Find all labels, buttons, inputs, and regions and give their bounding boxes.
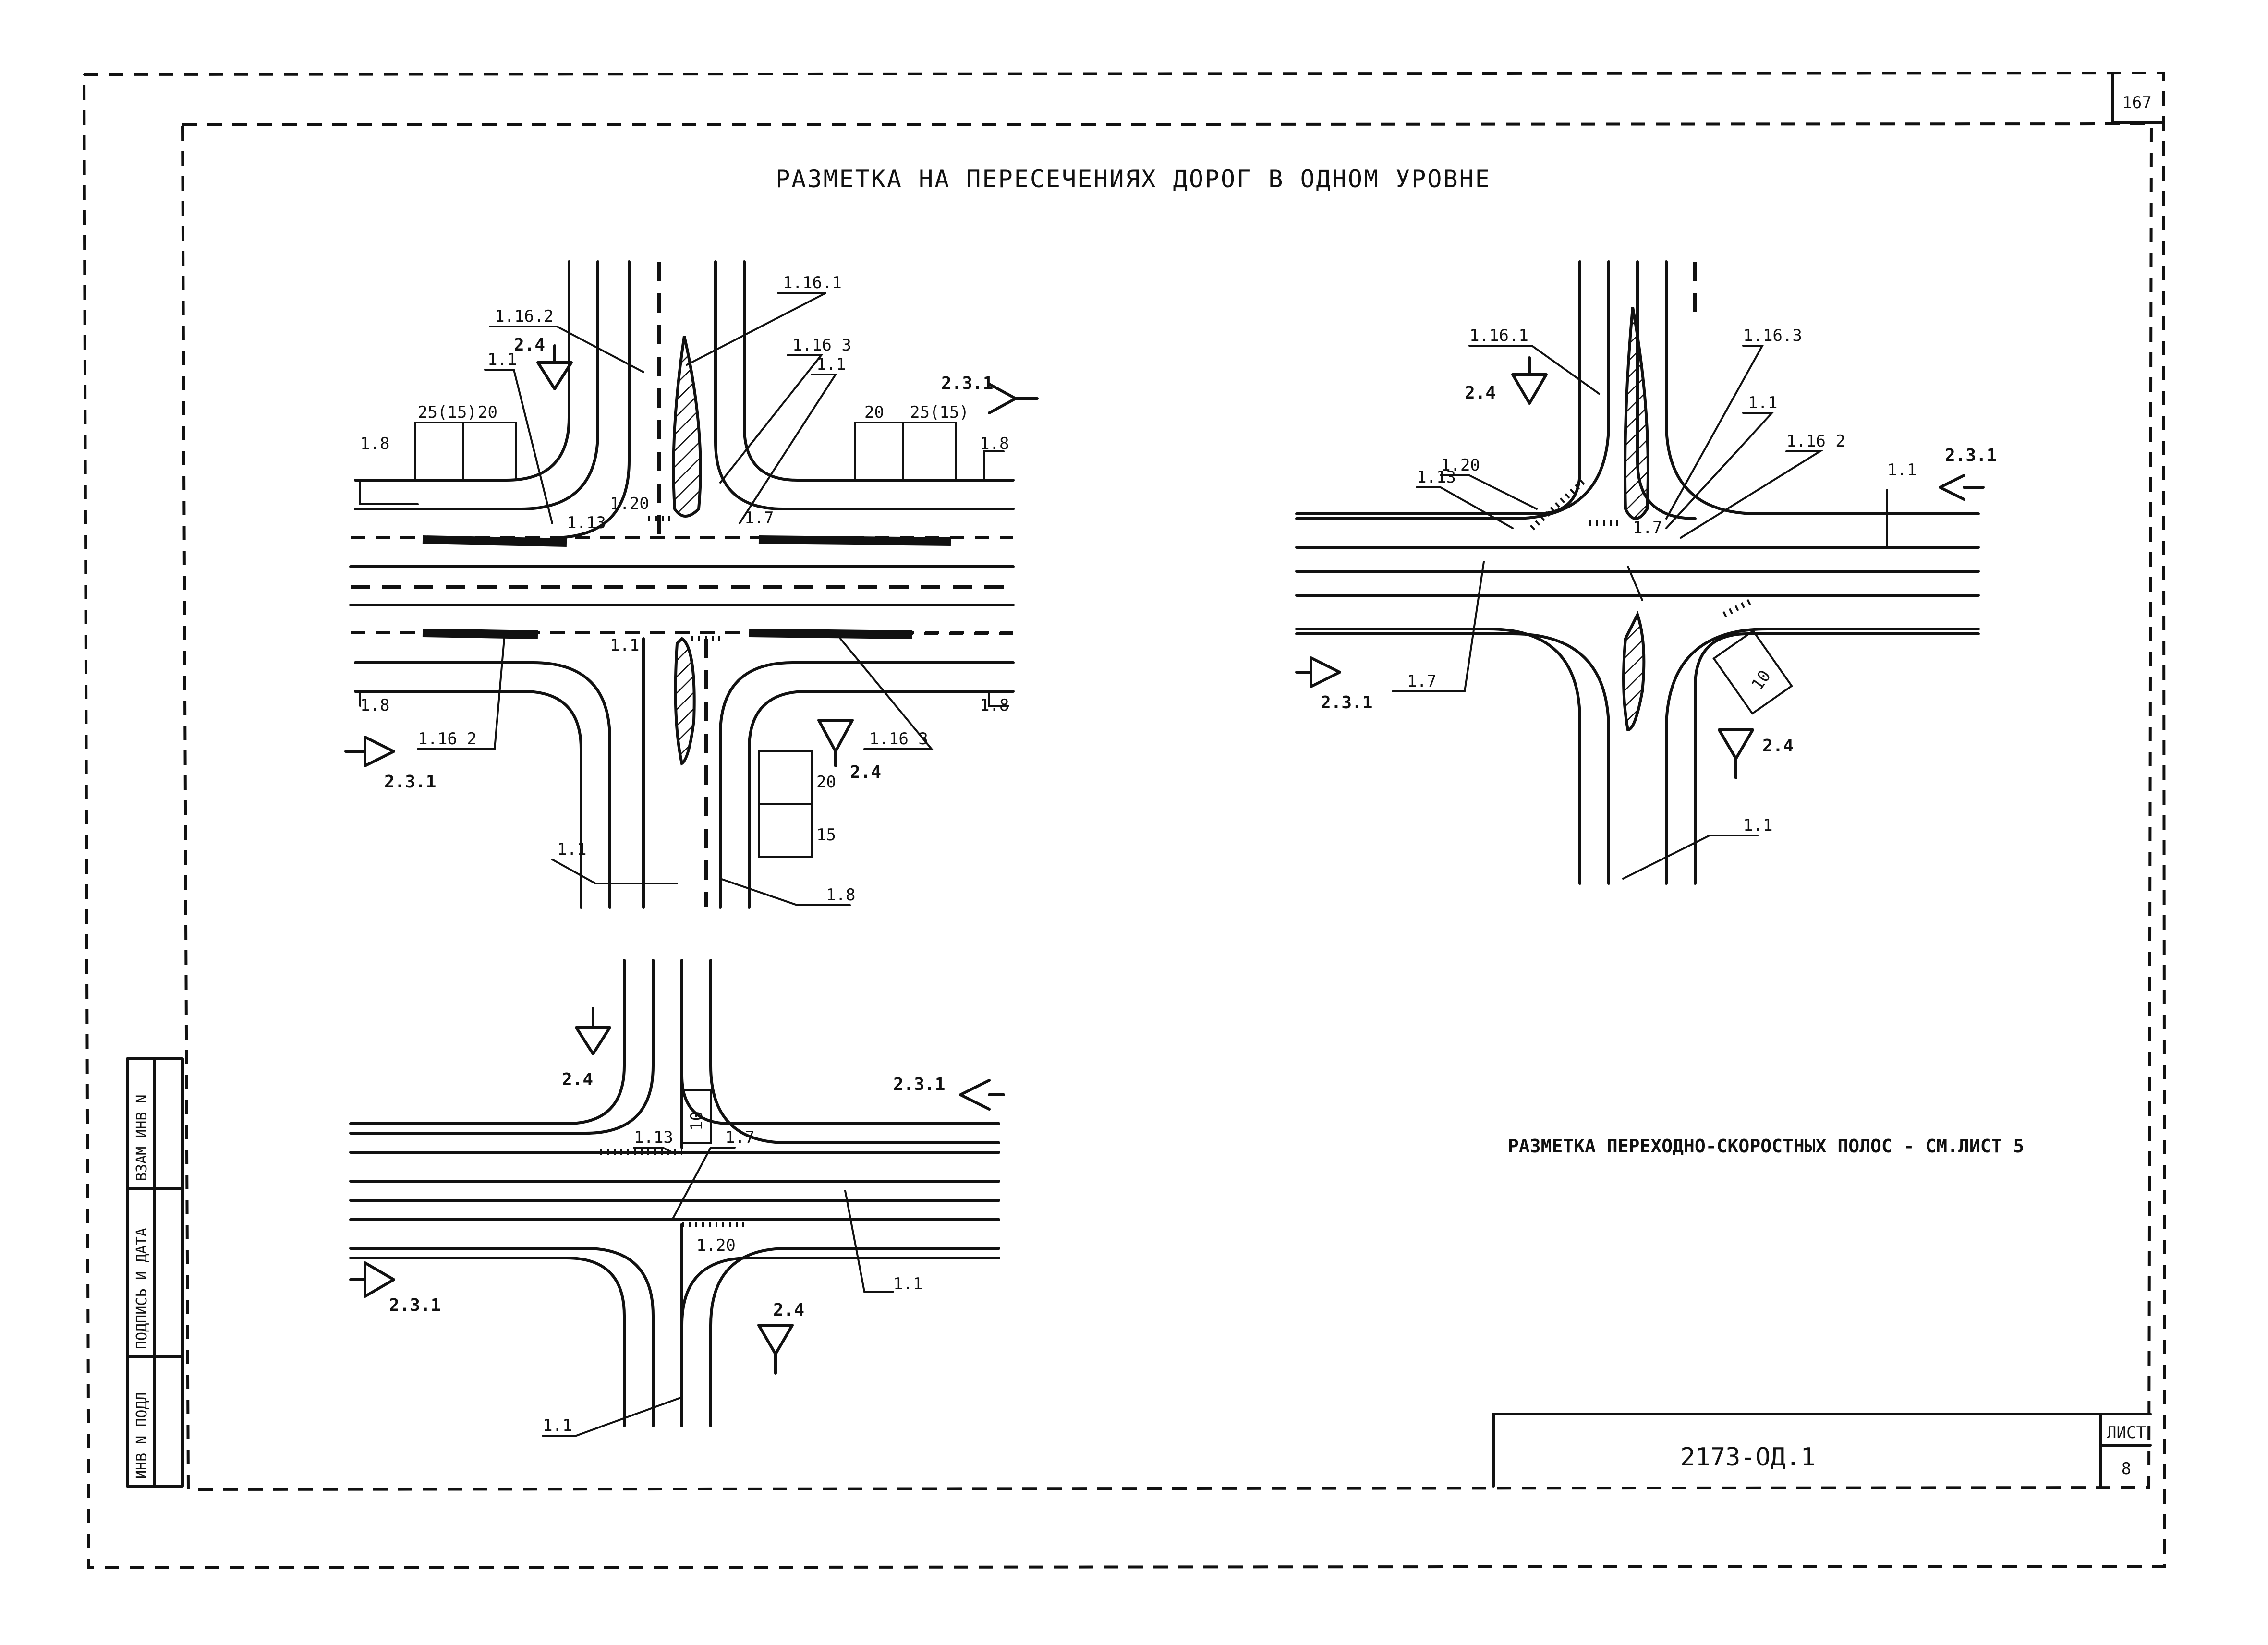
d1-label-1-1-nw: 1.1: [487, 350, 517, 369]
page-title: РАЗМЕТКА НА ПЕРЕСЕЧЕНИЯХ ДОРОГ В ОДНОМ У…: [776, 165, 1491, 193]
d2-label-1-13: 1.13: [1417, 468, 1456, 487]
d2-label-1-20: 1.20: [1441, 456, 1480, 475]
d2-sign-2-4-n: 2.4: [1465, 383, 1496, 403]
d1-label-1-16-2-bottom: 1.16 2: [418, 729, 477, 749]
d3-dim-10: 10: [687, 1111, 706, 1131]
d1-label-1-8-sw: 1.8: [360, 696, 389, 715]
d1-label-1-8-w: 1.8: [360, 434, 389, 453]
d3-sign-2-4-n: 2.4: [562, 1070, 593, 1089]
d1-label-1-20: 1.20: [610, 494, 649, 513]
d2-label-1-16-1: 1.16.1: [1469, 326, 1528, 345]
stamp-inv-podl: ИНВ N ПОДЛ: [133, 1392, 150, 1479]
d1-label-1-7: 1.7: [744, 508, 774, 528]
d2-label-1-7-left: 1.7: [1407, 672, 1436, 691]
d1-dim-25-15-e: 25(15): [910, 403, 969, 422]
d2-label-1-1-s: 1.1: [1743, 816, 1772, 835]
d1-label-1-1-ne: 1.1: [816, 355, 846, 374]
doc-code: 2173-ОД.1: [1680, 1443, 1816, 1472]
title-block: 2173-ОД.1 ЛИСТ 8: [1492, 1413, 2152, 1489]
d2-sign-2-3-1-e: 2.3.1: [1945, 446, 1997, 465]
d2-dim-10: 10: [1748, 667, 1775, 694]
d1-dim-20-w: 20: [478, 403, 497, 422]
d3-sign-2-3-1-e: 2.3.1: [893, 1075, 945, 1094]
outer-frame: [83, 71, 2167, 1570]
d2-label-1-1-e: 1.1: [1887, 460, 1916, 480]
d1-sign-2-4-se: 2.4: [850, 762, 881, 782]
d1-dim-20-s: 20: [816, 773, 836, 792]
d1-label-1-16-3-bottom: 1.16 3: [869, 729, 928, 749]
note-speed-lanes: РАЗМЕТКА ПЕРЕХОДНО-СКОРОСТНЫХ ПОЛОС - СМ…: [1508, 1136, 2024, 1157]
d1-label-1-8-bottom: 1.8: [826, 885, 855, 905]
diagram-2: 1.16.1 1.16.3 2.4 1.1 1.16 2 1.20 1.13 1…: [1295, 260, 1997, 885]
d1-label-1-16-1: 1.16.1: [783, 273, 842, 292]
side-stamp: ИНВ N ПОДЛ ПОДПИСЬ И ДАТА ВЗАМ ИНВ N: [126, 1057, 184, 1488]
d1-label-1-8-e: 1.8: [980, 434, 1009, 453]
d1-label-1-1-mid: 1.1: [610, 636, 639, 655]
d1-label-1-16-2: 1.16.2: [495, 307, 554, 326]
d1-sign-2-4-nw: 2.4: [514, 335, 545, 355]
d3-label-1-1-s: 1.1: [543, 1416, 572, 1435]
d1-label-1-13: 1.13: [567, 513, 606, 532]
d3-label-1-1-e: 1.1: [893, 1274, 922, 1294]
d2-sign-2-4-s: 2.4: [1762, 736, 1794, 756]
d1-dim-20-e: 20: [864, 403, 884, 422]
d2-label-1-16-2: 1.16 2: [1786, 432, 1845, 451]
d3-label-1-13: 1.13: [634, 1128, 673, 1147]
d1-dim-25-15-w: 25(15): [418, 403, 477, 422]
d1-sign-2-3-1-e: 2.3.1: [941, 374, 993, 393]
d1-label-1-8-se: 1.8: [980, 696, 1009, 715]
inner-frame: [181, 122, 2153, 1491]
d3-label-1-7: 1.7: [725, 1128, 754, 1147]
d1-dim-15-s: 15: [816, 825, 836, 845]
page-number-box: 167: [2111, 72, 2165, 124]
d3-sign-2-4-s: 2.4: [773, 1300, 804, 1320]
d1-label-1-1-bottom: 1.1: [557, 840, 586, 859]
stamp-vzam-inv: ВЗАМ ИНВ N: [133, 1094, 150, 1181]
diagram-1: 1.16.2 1.16.1 1.16 3 1.1 1.1 2.4 2.3.1 2…: [344, 260, 1039, 909]
diagram-3: 2.4 2.3.1 1.13 10 1.7 1.20 1.1 2.3.1 2.4…: [349, 959, 1005, 1437]
d3-sign-2-3-1-w: 2.3.1: [389, 1295, 441, 1315]
page-number: 167: [2122, 93, 2151, 112]
sheet-number: 8: [2122, 1459, 2131, 1478]
d3-label-1-20: 1.20: [696, 1236, 736, 1255]
d2-label-1-7-mid: 1.7: [1633, 518, 1662, 537]
d2-label-1-16-3: 1.16.3: [1743, 326, 1802, 345]
d2-label-1-1-ne: 1.1: [1748, 393, 1777, 412]
sheet-label: ЛИСТ: [2107, 1423, 2146, 1442]
stamp-signature-date: ПОДПИСЬ И ДАТА: [133, 1228, 150, 1349]
d1-sign-2-3-1-w: 2.3.1: [384, 772, 436, 792]
d2-sign-2-3-1-w: 2.3.1: [1321, 693, 1372, 713]
d1-label-1-16-3: 1.16 3: [792, 336, 851, 355]
